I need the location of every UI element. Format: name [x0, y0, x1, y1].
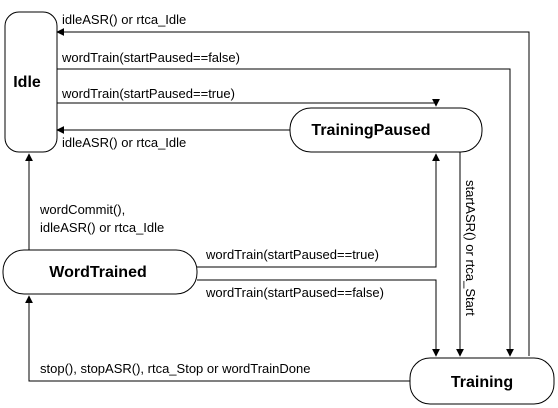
- state-training-paused-label: TrainingPaused: [311, 122, 430, 139]
- edge-wordtrained-to-idle-label-1: wordCommit(),: [39, 202, 125, 217]
- edge-wordtrained-to-training-label: wordTrain(startPaused==false): [205, 285, 384, 300]
- edge-training-to-wordtrained-label: stop(), stopASR(), rtca_Stop or wordTrai…: [40, 361, 310, 376]
- edge-wordtrained-to-training: [197, 279, 440, 357]
- edge-training-to-idle-label: idleASR() or rtca_Idle: [62, 12, 186, 27]
- state-idle: Idle: [4, 11, 58, 153]
- state-training-paused: TrainingPaused: [289, 107, 483, 153]
- edge-training-to-idle: [56, 28, 530, 356]
- state-word-trained-label: WordTrained: [49, 264, 147, 281]
- edge-paused-to-idle-label: idleASR() or rtca_Idle: [62, 135, 186, 150]
- state-training-label: Training: [451, 374, 513, 391]
- edge-training-to-wordtrained: [25, 295, 410, 382]
- edge-paused-to-training-label: startASR() or rtca_Start: [463, 180, 478, 316]
- state-word-trained: WordTrained: [2, 249, 198, 295]
- edge-wordtrained-to-paused: [197, 153, 440, 268]
- edge-idle-to-training: [57, 68, 514, 357]
- edge-idle-to-paused: [57, 98, 440, 107]
- edge-idle-to-training-label: wordTrain(startPaused==false): [61, 50, 240, 65]
- state-idle-label: Idle: [13, 74, 41, 91]
- edge-wordtrained-to-paused-label: wordTrain(startPaused==true): [205, 247, 379, 262]
- edge-idle-to-paused-label: wordTrain(startPaused==true): [61, 86, 235, 101]
- state-training: Training: [409, 357, 555, 405]
- edge-wordtrained-to-idle-label-2: idleASR() or rtca_Idle: [40, 220, 164, 235]
